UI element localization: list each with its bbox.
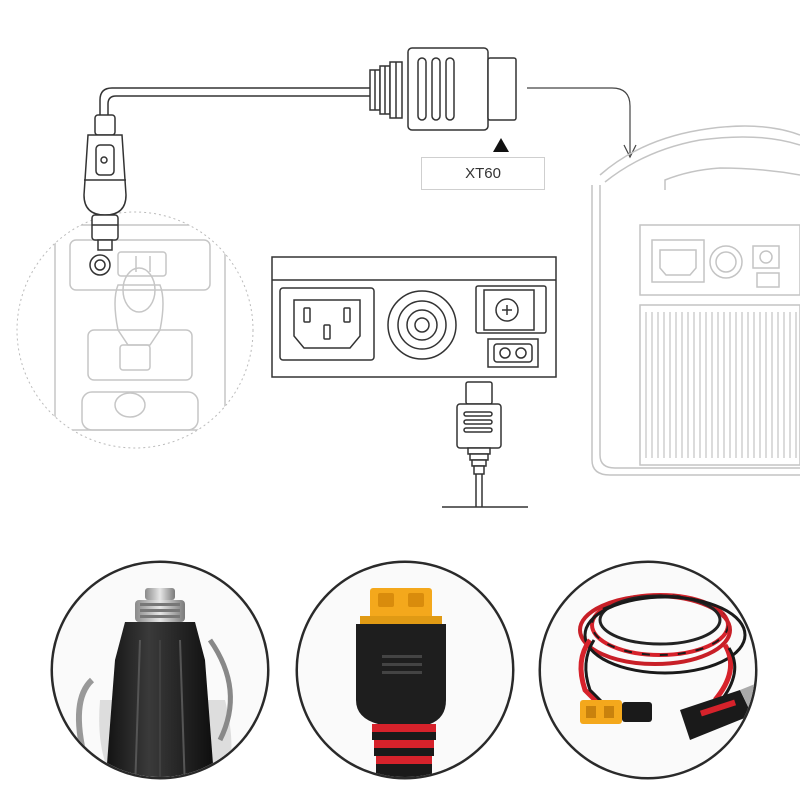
xt60-label: XT60	[421, 157, 545, 190]
cable-coil-icon	[541, 563, 755, 777]
pointer-arrow-icon	[493, 138, 509, 152]
top-cable	[99, 87, 370, 115]
car-console-icon	[54, 224, 226, 431]
lighter-plug-photo	[53, 563, 267, 777]
car-console-outline	[16, 211, 254, 449]
power-station-icon	[591, 125, 800, 476]
cigarette-lighter-plug-icon	[83, 114, 127, 276]
bottom-xt60-connector	[442, 381, 528, 508]
power-station-panel	[271, 256, 557, 378]
power-station-vent	[645, 312, 797, 458]
xt60-connector-icon	[369, 47, 517, 131]
connection-arrow	[527, 87, 637, 159]
xt60-connector-photo	[298, 563, 512, 777]
